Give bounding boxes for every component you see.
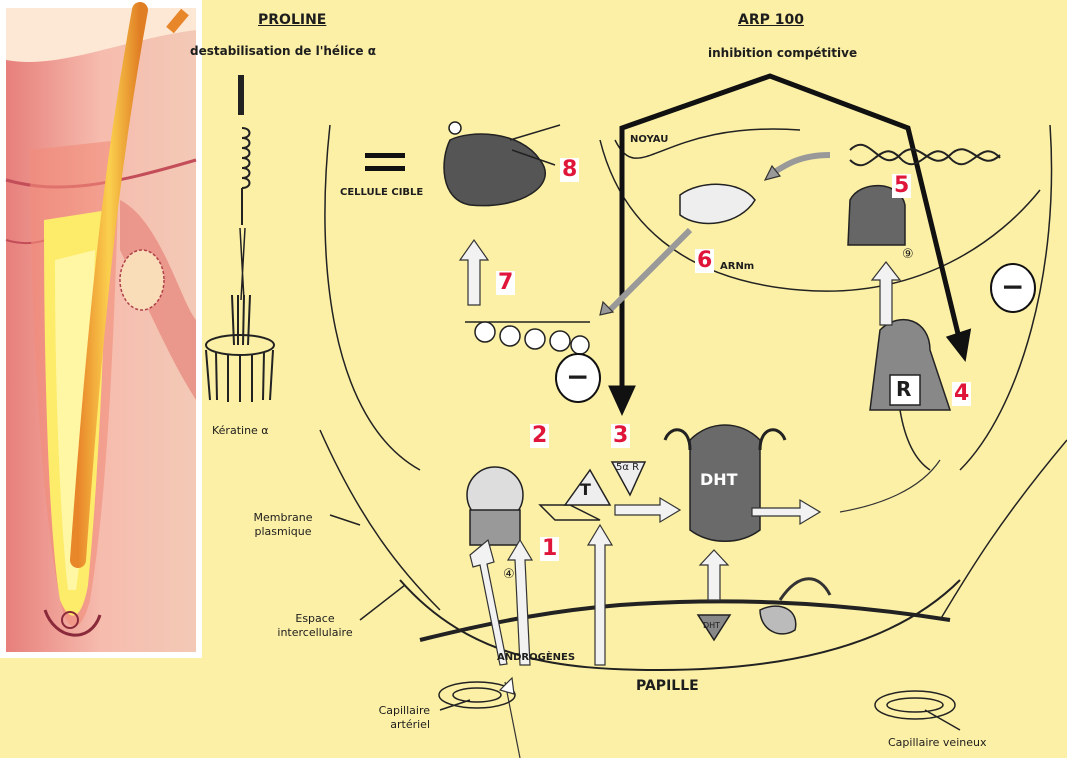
step-1: 1 (540, 537, 559, 561)
arterial-capillary-label: Capillaire artériel (360, 704, 430, 732)
arp-subtitle: inhibition compétitive (708, 46, 857, 60)
equals-sign (365, 153, 405, 171)
target-cell-label: CELLULE CIBLE (340, 187, 423, 198)
keratin-helix-illustration (206, 75, 274, 402)
dht-small-glyph: DHT (703, 621, 720, 630)
minus-sign-left: − (566, 360, 589, 393)
step-6: 6 (695, 249, 714, 273)
step-7: 7 (496, 271, 515, 295)
step-8: 8 (560, 158, 579, 182)
hair-follicle-illustration (0, 0, 202, 658)
dht-glyph: DHT (700, 470, 738, 489)
receptor-glyph: R (896, 377, 911, 401)
step-2: 2 (530, 424, 549, 448)
minus-sign-right: − (1001, 270, 1024, 303)
proline-subtitle: destabilisation de l'hélice α (190, 44, 376, 58)
androgens-label: ANDROGÈNES (497, 652, 575, 663)
circled-four-glyph: ④ (503, 567, 515, 582)
enzyme-glyph: 5α R (616, 462, 639, 473)
step-4: 4 (952, 382, 971, 406)
mrna-label: ARNm (720, 261, 754, 272)
testo-glyph: T (580, 480, 591, 499)
papilla-label: PAPILLE (636, 678, 699, 694)
membrane-label: Membrane plasmique (238, 511, 328, 539)
keratin-label: Kératine α (212, 424, 269, 437)
nucleus-label: NOYAU (630, 134, 668, 145)
step-3: 3 (611, 424, 630, 448)
intercellular-label: Espace intercellulaire (265, 612, 365, 640)
proline-title: PROLINE (258, 12, 326, 28)
arp-title: ARP 100 (738, 12, 804, 28)
venous-capillary-label: Capillaire veineux (888, 736, 986, 749)
circled-nine-glyph: ⑨ (902, 247, 914, 262)
step-5: 5 (892, 174, 911, 198)
